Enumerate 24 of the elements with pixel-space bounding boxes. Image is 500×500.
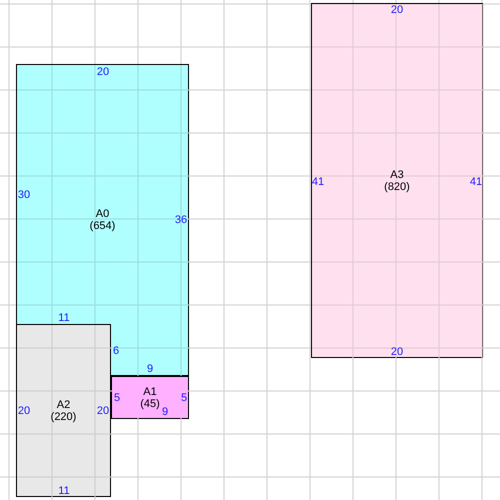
- area-label: A1: [143, 386, 157, 398]
- area-label: (45): [140, 398, 160, 410]
- side-length: 5: [180, 392, 188, 404]
- area-label: (820): [384, 180, 410, 192]
- side-length: 9: [146, 363, 154, 375]
- area-label: A3: [390, 168, 404, 180]
- area-label: (220): [50, 410, 76, 422]
- side-length: 6: [112, 345, 120, 357]
- side-length: 5: [114, 392, 120, 404]
- side-length: 20: [390, 4, 404, 16]
- side-length: 30: [18, 189, 30, 201]
- side-length: 20: [96, 66, 110, 78]
- side-length: 9: [162, 406, 168, 418]
- side-length: 41: [312, 176, 324, 188]
- side-length: 11: [58, 312, 70, 324]
- side-length: 20: [390, 346, 404, 358]
- side-length: 41: [470, 176, 482, 188]
- area-label: (654): [90, 220, 116, 232]
- area-label: A0: [96, 208, 110, 220]
- side-length: 36: [174, 214, 188, 226]
- side-length: 11: [58, 485, 70, 497]
- side-length: 20: [96, 405, 110, 417]
- side-length: 20: [18, 405, 30, 417]
- area-label: A2: [56, 398, 70, 410]
